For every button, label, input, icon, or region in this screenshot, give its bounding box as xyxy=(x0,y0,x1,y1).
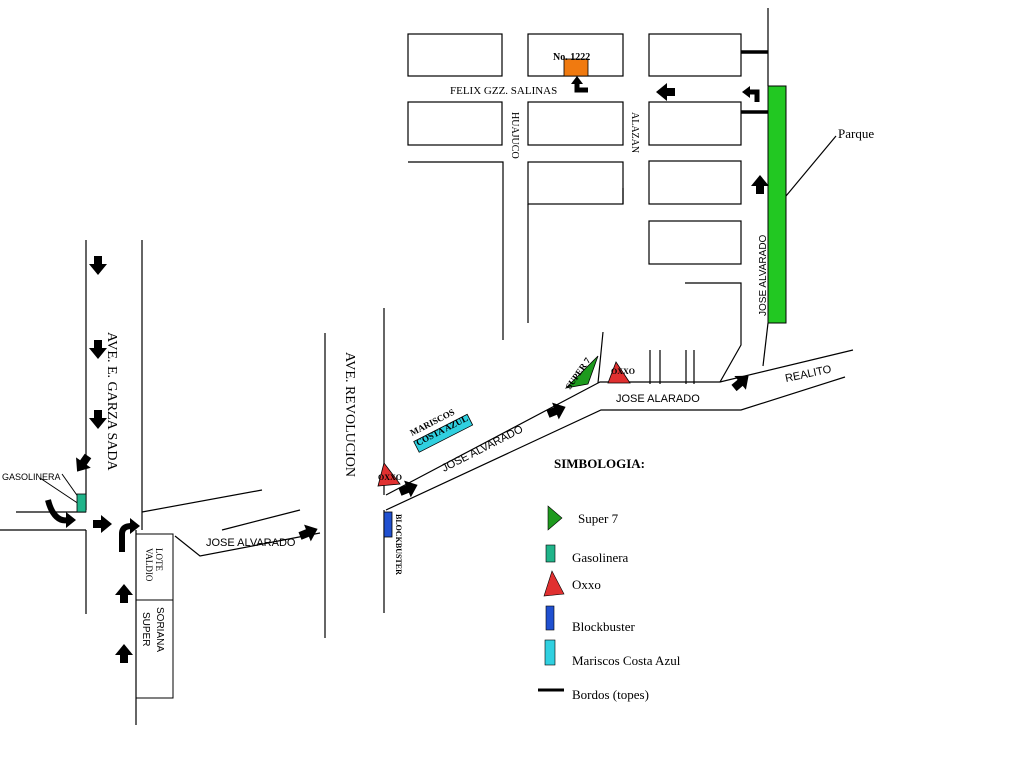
legend-mariscos-icon xyxy=(544,639,556,666)
legend-oxxo-icon xyxy=(543,570,565,597)
direction-arrow-icon xyxy=(89,256,107,275)
turn-arrow-icon xyxy=(574,82,588,93)
street-garza-sada: AVE. E. GARZA SADA xyxy=(104,332,119,471)
oxxo-right-marker xyxy=(607,361,631,384)
gasolinera-marker xyxy=(76,493,87,513)
legend-item-mariscos: Mariscos Costa Azul xyxy=(572,653,681,668)
soriana-label-1: SORIANA xyxy=(154,607,165,652)
side-streets xyxy=(408,8,769,384)
direction-arrow-icon xyxy=(93,515,112,533)
street-alvarado-left: JOSE ALVARADO xyxy=(206,537,296,549)
legend-item-blockbuster: Blockbuster xyxy=(572,619,635,634)
street-alvarado-vertical: JOSE ALVARADO xyxy=(758,234,769,316)
street-revolucion: AVE. REVOLUCION xyxy=(342,352,357,477)
oxxo-left-marker xyxy=(377,462,401,487)
direction-arrow-icon xyxy=(656,83,675,101)
destination-marker xyxy=(563,58,589,77)
legend-item-gasolinera: Gasolinera xyxy=(572,550,629,565)
street-huajuco: HUAJUCO xyxy=(509,112,520,159)
turn-arrow-icon xyxy=(748,89,760,102)
direction-arrow-icon xyxy=(115,584,133,603)
oxxo-left-label: OXXO xyxy=(378,473,402,482)
mariscos-marker xyxy=(413,413,474,453)
direction-arrow-icon xyxy=(115,644,133,663)
super7-marker xyxy=(564,355,599,389)
speed-bumps xyxy=(741,50,768,114)
direction-arrow-icon xyxy=(69,450,96,477)
blockbuster-label: BLOCKBUSTER xyxy=(394,514,403,575)
legend-blockbuster-icon xyxy=(545,605,555,631)
legend-item-super7: Super 7 xyxy=(578,511,619,526)
park-pointer xyxy=(785,135,837,197)
oxxo-right-label: OXXO xyxy=(611,367,635,376)
direction-arrow-icon xyxy=(728,368,755,395)
soriana-label-2: SUPER xyxy=(140,612,151,646)
street-alarado: JOSE ALARADO xyxy=(616,393,700,405)
destination-label: No. 1222 xyxy=(553,52,590,63)
direction-arrow-icon xyxy=(296,520,321,545)
legend-item-bordos: Bordos (topes) xyxy=(572,687,649,702)
legend: SIMBOLOGIA: Super 7 Gasolinera Oxxo Bloc… xyxy=(538,456,681,702)
city-blocks xyxy=(407,33,742,265)
legend-super7-icon xyxy=(547,505,563,531)
legend-title: SIMBOLOGIA: xyxy=(554,456,645,471)
park-label: Parque xyxy=(838,126,874,141)
legend-gasolinera-icon xyxy=(545,544,556,563)
lote-label-2: VALDIO xyxy=(144,548,154,582)
blockbuster-marker xyxy=(383,511,393,538)
main-roads xyxy=(0,240,854,725)
gasolinera-label: GASOLINERA xyxy=(2,472,61,482)
direction-arrows xyxy=(45,76,769,663)
street-realito: REALITO xyxy=(784,363,833,385)
lote-label-1: LOTE xyxy=(154,548,164,571)
street-felix: FELIX GZZ. SALINAS xyxy=(450,85,557,97)
direction-arrow-icon xyxy=(751,175,769,194)
soriana xyxy=(135,599,174,699)
legend-item-oxxo: Oxxo xyxy=(572,577,601,592)
park xyxy=(767,85,787,324)
turn-arrow-icon xyxy=(45,499,69,524)
street-alazan: ALAZAN xyxy=(629,112,640,153)
gasolinera-pointer xyxy=(39,477,83,507)
direction-arrow-icon xyxy=(544,398,569,423)
